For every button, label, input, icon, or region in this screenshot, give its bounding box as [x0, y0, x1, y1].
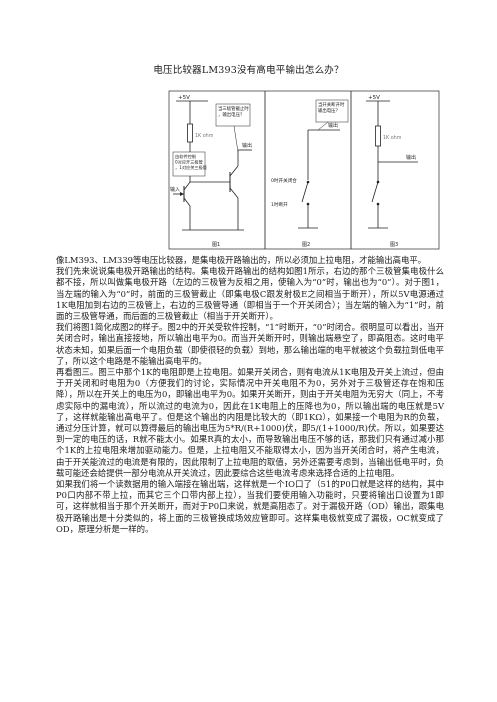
figure2: 输出 当开关断开时输出电压？ 0时开关闭合 1时断开 图2: [271, 99, 349, 248]
fig1-annotation-top: 当三极管截止时，输出电压？: [218, 105, 249, 118]
fig3-vcc-label: +5V: [368, 95, 380, 101]
fig3-caption: 图3: [390, 242, 398, 248]
fig3-resistor: [375, 125, 381, 147]
fig1-caption: 图1: [212, 242, 220, 248]
fig1-vcc-label: +5V: [178, 95, 190, 101]
paragraph-3: 我们将图1简化成图2的样子。图2中的开关受软件控制，“1”时断开，“0”时闭合。…: [56, 322, 444, 366]
fig2-switch-label-1: 1时断开: [271, 201, 288, 208]
figure3-frame: [350, 90, 440, 250]
fig2-switch: [301, 181, 309, 203]
paragraph-4: 再看图三。图三中那个1K的电阻即是上拉电阻。如果开关闭合，则有电流从1K电阻及开…: [56, 367, 444, 478]
fig2-caption: 图2: [302, 242, 310, 248]
document-title: 电压比较器LM393没有高电平输出怎么办？: [153, 65, 344, 76]
circuit-diagram-svg: +5V 1K ohm 输入 输出: [168, 90, 440, 250]
fig1-output-label: 输出: [242, 142, 252, 149]
paragraph-5: 如果我们将一个读数据用的输入端接在输出端，这样就是一个IO口了（51的P0口就是…: [56, 479, 444, 534]
fig2-output-label: 输出: [328, 122, 338, 129]
paragraph-1: 像LM393、LM339等电压比较器，是集电极开路输出的，所以必须加上拉电阻，才…: [56, 255, 427, 265]
circuit-figure: +5V 1K ohm 输入 输出: [168, 90, 440, 250]
paragraph-2: 我们先来说说集电极开路输出的结构。集电极开路输出的结构如图1所示，右边的那个三极…: [56, 266, 444, 322]
figure3: +5V 1K ohm 输出 图3: [366, 95, 418, 248]
fig1-resistor: [187, 123, 193, 143]
fig1-input-label: 输入: [170, 186, 180, 193]
article-body: 像LM393、LM339等电压比较器，是集电极开路输出的，所以必须加上拉电阻，才…: [56, 255, 444, 535]
fig1-resistor-label: 1K ohm: [195, 133, 214, 139]
fig3-resistor-label: 1K ohm: [383, 135, 402, 141]
fig2-annotation-top: 当开关断开时输出电压？: [318, 101, 345, 114]
fig2-switch-label-0: 0时开关闭合: [271, 177, 297, 184]
fig3-output-label: 输出: [406, 154, 416, 161]
fig3-switch: [371, 181, 379, 203]
figure1: +5V 1K ohm 输入 输出: [170, 95, 252, 248]
